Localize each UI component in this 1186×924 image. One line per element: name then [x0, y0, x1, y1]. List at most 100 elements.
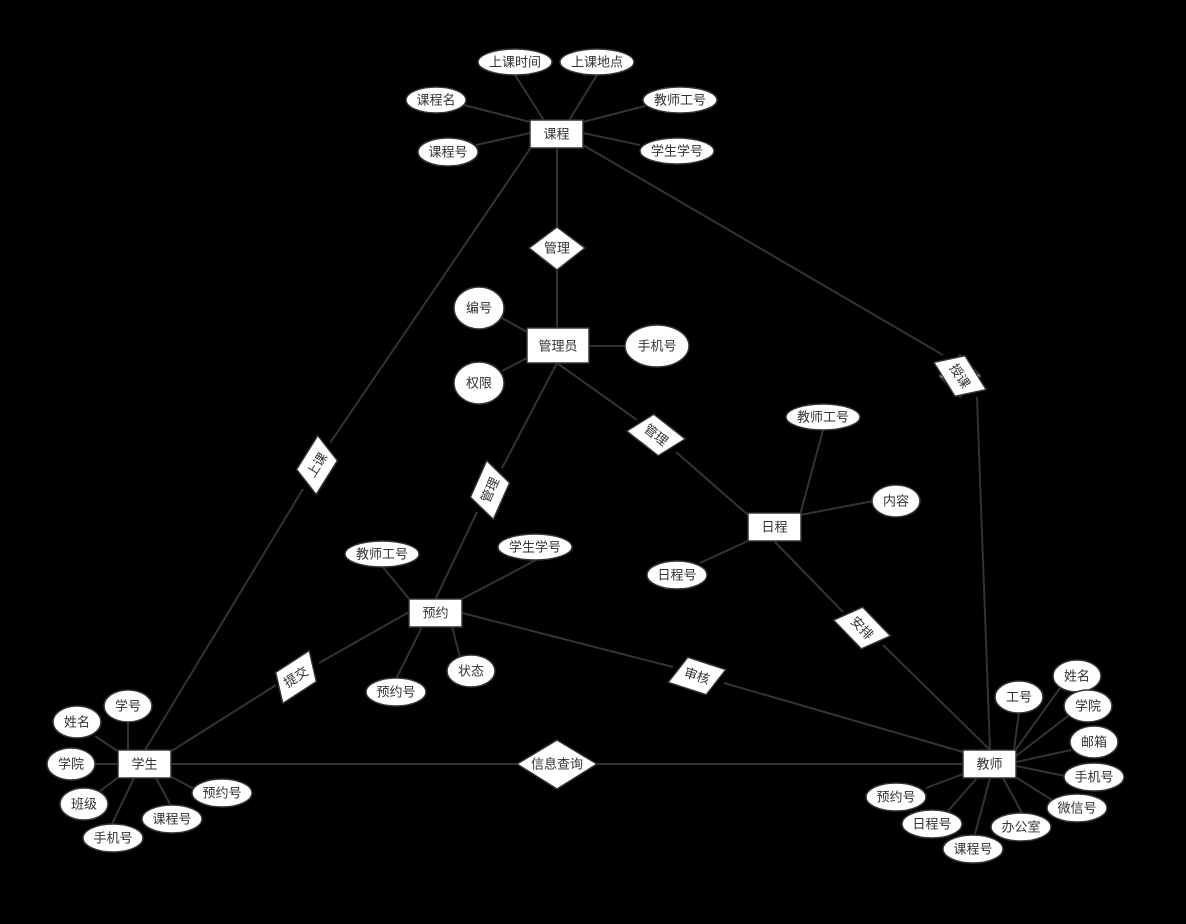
course-attribute-label: 课程名	[416, 93, 455, 108]
edge	[475, 132, 531, 146]
edge	[463, 104, 531, 123]
schedule-attribute: 教师工号	[785, 403, 861, 431]
appointment-attribute: 预约号	[365, 677, 427, 707]
edge	[675, 451, 749, 516]
student-attribute: 班级	[59, 787, 109, 821]
edge	[501, 357, 528, 372]
edge	[434, 511, 478, 601]
schedule-entity-label: 日程	[761, 520, 787, 535]
submit-relationship: 提交	[274, 649, 318, 705]
student-attribute: 学号	[103, 689, 153, 723]
admin-attribute: 手机号	[624, 324, 690, 368]
course-attribute-label: 上课地点	[571, 55, 623, 70]
edge	[556, 362, 638, 421]
edge	[459, 559, 537, 601]
appointment-entity: 预约	[408, 598, 463, 628]
edge	[461, 612, 674, 668]
appointment-attribute-label: 教师工号	[356, 547, 408, 562]
manage-course-relationship: 管理	[527, 226, 587, 271]
teacher-attribute-label: 姓名	[1064, 669, 1090, 684]
edge	[582, 105, 646, 123]
course-attribute-label: 教师工号	[654, 93, 706, 108]
teacher-attribute: 课程号	[942, 834, 1004, 864]
appointment-attribute: 状态	[446, 654, 496, 688]
edge	[799, 429, 824, 516]
course-attribute-label: 上课时间	[489, 55, 541, 70]
student-attribute-label: 预约号	[202, 786, 241, 801]
edge	[144, 488, 304, 751]
edge	[99, 775, 121, 792]
schedule-attribute: 内容	[871, 484, 921, 518]
student-attribute-label: 班级	[71, 797, 97, 812]
student-attribute-label: 学号	[115, 699, 141, 714]
teacher-attribute: 微信号	[1046, 793, 1108, 823]
admin-attribute-label: 权限	[466, 376, 492, 391]
edge	[111, 777, 135, 825]
edge	[1013, 711, 1020, 751]
teacher-entity: 教师	[962, 749, 1017, 779]
teacher-attribute-label: 办公室	[1001, 820, 1040, 835]
edge	[329, 145, 533, 444]
course-attribute: 课程名	[405, 86, 467, 114]
student-attribute: 预约号	[191, 778, 253, 808]
teacher-attribute-label: 微信号	[1057, 801, 1096, 816]
edge	[925, 773, 964, 789]
course-attribute-label: 学生学号	[651, 144, 703, 159]
edge	[1013, 687, 1061, 753]
edge	[514, 74, 546, 123]
course-entity-label: 课程	[543, 127, 569, 142]
teacher-attribute-label: 手机号	[1074, 770, 1113, 785]
teach-relationship: 授课	[932, 353, 988, 399]
edge	[381, 565, 411, 601]
admin-entity-label: 管理员	[538, 339, 577, 354]
teacher-attribute-label: 学院	[1075, 699, 1101, 714]
edge	[501, 317, 528, 333]
teacher-attribute-label: 邮箱	[1081, 735, 1107, 750]
edge	[1015, 765, 1066, 777]
edge	[501, 362, 558, 469]
teacher-attribute: 预约号	[865, 782, 927, 812]
teacher-attribute: 邮箱	[1069, 725, 1119, 759]
admin-attribute-label: 编号	[466, 301, 492, 316]
admin-attribute-label: 手机号	[637, 339, 676, 354]
student-attribute-label: 课程号	[152, 812, 191, 827]
teacher-attribute: 手机号	[1063, 762, 1125, 792]
schedule-attribute: 日程号	[646, 560, 708, 590]
edges	[94, 74, 1072, 835]
edge	[169, 775, 195, 790]
student-attribute: 手机号	[82, 823, 144, 853]
course-attribute-label: 课程号	[428, 145, 467, 160]
course-attribute: 教师工号	[642, 86, 718, 114]
course-attribute: 上课时间	[477, 48, 553, 76]
student-attribute-label: 学院	[58, 757, 84, 772]
course-attribute: 课程号	[417, 137, 479, 167]
teacher-attribute: 办公室	[990, 812, 1052, 842]
info-query-relationship-label: 信息查询	[531, 757, 583, 772]
schedule-entity: 日程	[747, 512, 802, 542]
student-entity: 学生	[117, 749, 172, 779]
edge	[773, 540, 844, 613]
edge	[723, 682, 964, 753]
teacher-entity-label: 教师	[976, 757, 1002, 772]
teacher-attribute-label: 课程号	[953, 842, 992, 857]
edge	[1013, 775, 1053, 801]
edge	[94, 735, 120, 753]
appointment-attribute-label: 学生学号	[509, 540, 561, 555]
student-attribute-label: 姓名	[64, 715, 90, 730]
edge	[799, 500, 874, 516]
manage-course-relationship-label: 管理	[544, 241, 570, 256]
student-attribute: 学院	[46, 747, 96, 781]
teacher-attribute: 学院	[1063, 689, 1113, 723]
edge	[974, 777, 991, 835]
edge	[1015, 749, 1072, 763]
edge	[1015, 715, 1069, 757]
review-relationship: 审核	[666, 656, 728, 696]
edge	[947, 777, 978, 812]
edge	[169, 684, 277, 753]
student-attribute-label: 手机号	[93, 831, 132, 846]
teacher-attribute: 工号	[994, 680, 1044, 714]
edge	[155, 777, 171, 805]
edge	[567, 74, 598, 123]
edge	[582, 144, 944, 356]
appointment-attribute-label: 预约号	[376, 685, 415, 700]
